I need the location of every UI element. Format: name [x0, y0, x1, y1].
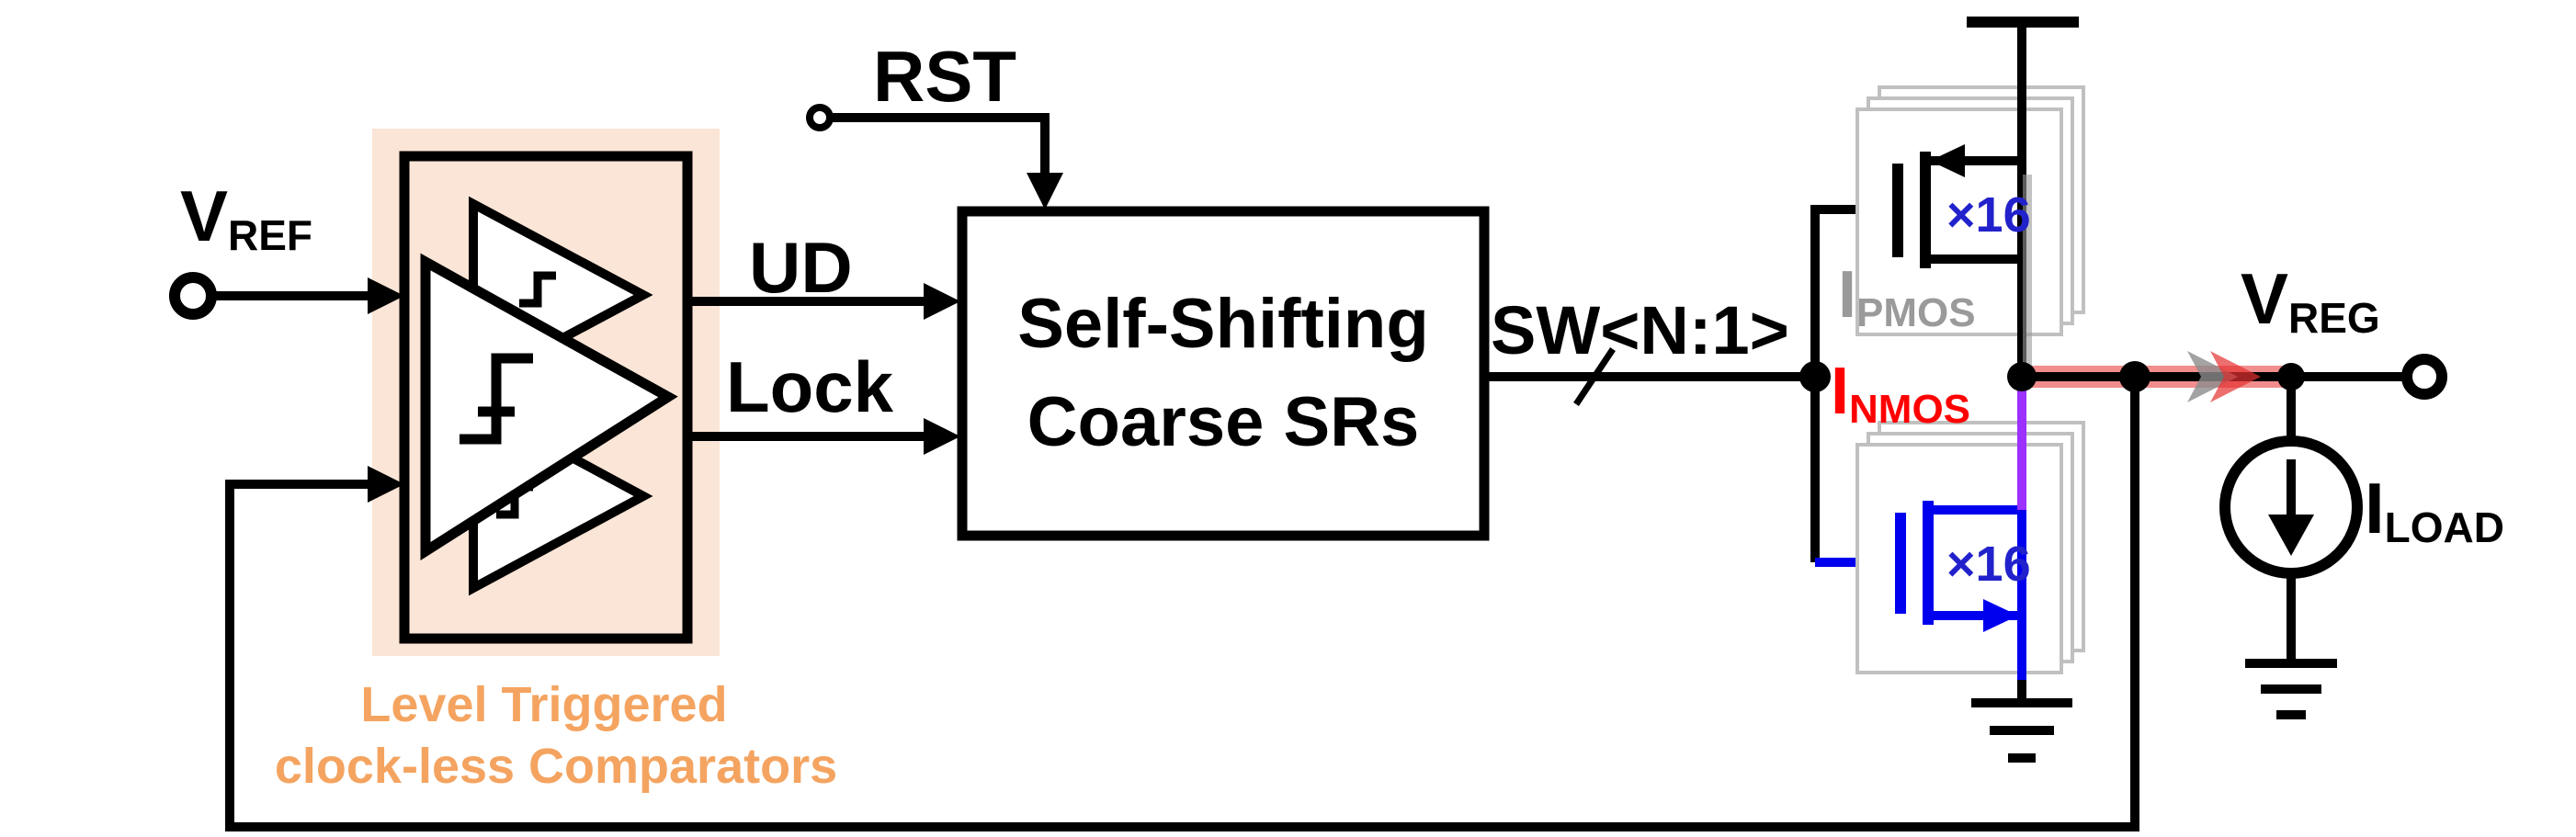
ud-arrowhead — [924, 283, 960, 320]
rst-label: RST — [873, 36, 1016, 117]
vreg-label: VREG — [2241, 258, 2380, 342]
ipmos-label: IPMOS — [1838, 258, 1976, 335]
lock-label: Lock — [726, 346, 894, 427]
vref-arrowhead — [368, 277, 404, 314]
rst-arrowhead — [1027, 173, 1063, 209]
nmos-arrow — [1983, 599, 2018, 632]
iload-label: ILOAD — [2365, 468, 2504, 551]
iload-arrow-head — [2268, 515, 2314, 556]
vref-terminal — [169, 272, 217, 320]
pmos-arrow — [1930, 144, 1965, 177]
ud-label: UD — [749, 227, 853, 308]
shift-register-label-line2: Coarse SRs — [1027, 383, 1420, 461]
comparator-caption-line2: clock-less Comparators — [275, 739, 837, 794]
drain-node — [2007, 362, 2037, 391]
shift-register-block — [957, 206, 1490, 541]
feedback-wire — [225, 377, 2139, 831]
shift-register-label-line1: Self-Shifting — [1017, 285, 1429, 363]
hysteresis-icon-top — [519, 271, 556, 308]
sw-bus-slash — [1573, 347, 1616, 406]
comparator-caption-line1: Level Triggered — [360, 677, 727, 732]
sw-bus-label: SW<N:1> — [1491, 292, 1789, 368]
pmos-multiplier: ×16 — [1946, 187, 2031, 243]
inmos-label: INMOS — [1831, 355, 1970, 432]
comparator-box — [399, 151, 693, 644]
nmos-stack-shadow-1 — [1855, 443, 2063, 674]
hysteresis-icon-front — [460, 353, 533, 445]
rst-wire — [830, 113, 1050, 179]
current-arrow-red — [2210, 351, 2261, 402]
current-arrow-gray — [2187, 351, 2238, 402]
rst-terminal — [806, 104, 834, 131]
vref-label: VREF — [180, 175, 312, 259]
feedback-node — [2119, 361, 2150, 392]
nmos-multiplier: ×16 — [1946, 537, 2031, 592]
comparator-triangle-front — [420, 253, 678, 561]
lock-arrowhead — [924, 418, 960, 455]
feedback-arrowhead — [368, 466, 404, 503]
vreg-terminal — [2401, 354, 2447, 400]
